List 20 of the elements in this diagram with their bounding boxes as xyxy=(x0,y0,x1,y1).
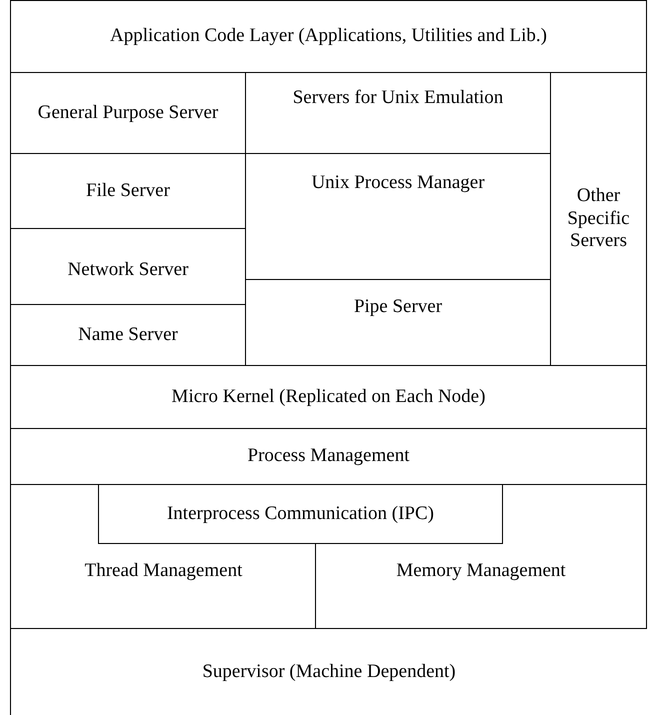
layer-label: Servers for Unix Emulation xyxy=(292,87,504,110)
layer-label: Memory Management xyxy=(396,560,566,583)
layer-label: Network Server xyxy=(68,259,188,282)
layer-label: Process Management xyxy=(248,445,410,468)
layer-label: Unix Process Manager xyxy=(311,172,485,195)
layer-label: Supervisor (Machine Dependent) xyxy=(202,660,456,684)
layer-label: Other Specific Servers xyxy=(566,184,631,254)
layer-box xyxy=(10,365,647,429)
layer-label: Application Code Layer (Applications, Utilities and Lib.) xyxy=(110,25,547,48)
layer-label: Name Server xyxy=(78,324,178,346)
layer-box xyxy=(10,0,647,73)
layer-label: Interprocess Communication (IPC) xyxy=(166,502,434,526)
layer-box xyxy=(98,484,503,544)
layer-box xyxy=(10,428,647,485)
layer-label: Pipe Server xyxy=(354,296,442,319)
layer-label: File Server xyxy=(86,180,170,202)
layer-label: Thread Management xyxy=(84,560,242,583)
layer-box xyxy=(315,543,647,629)
layer-label: Micro Kernel (Replicated on Each Node) xyxy=(172,386,486,408)
layer-label: General Purpose Server xyxy=(38,102,218,124)
